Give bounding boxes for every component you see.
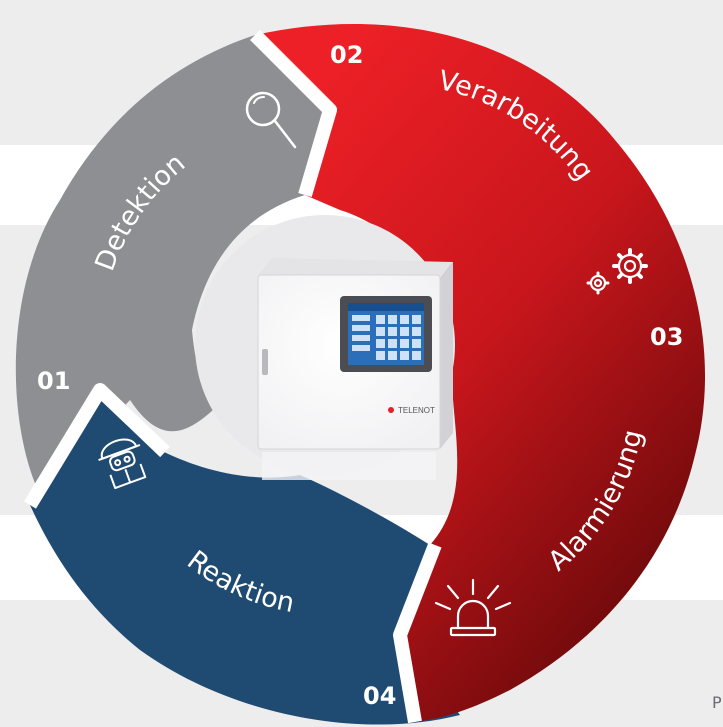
siren-icon [434, 578, 512, 637]
edge-caption: P [712, 693, 722, 712]
firefighter-icon [98, 438, 147, 490]
segment-reaktion [30, 390, 460, 725]
segment-verarbeitung-alarmierung [255, 23, 706, 723]
separator [250, 30, 337, 197]
separator [24, 383, 170, 509]
step-number-04: 04 [363, 682, 396, 710]
magnifier-icon [245, 91, 297, 149]
gears-icon [586, 248, 648, 295]
device-image: TELENOT [257, 258, 453, 480]
separator [393, 542, 442, 724]
segment-detektion [15, 35, 331, 495]
step-number-01: 01 [37, 367, 70, 395]
device-brand: TELENOT [398, 406, 435, 415]
step-number-03: 03 [650, 323, 683, 351]
step-number-02: 02 [330, 41, 363, 69]
